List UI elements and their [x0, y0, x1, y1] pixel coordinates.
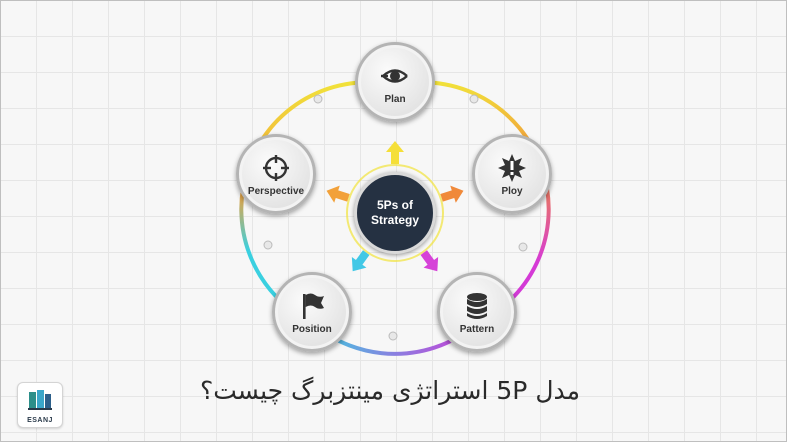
node-label: Ploy [501, 186, 523, 197]
crosshair-icon [263, 155, 289, 181]
ring-dot [313, 94, 323, 104]
hub-label: 5Ps of Strategy [370, 198, 420, 227]
esanj-logo-icon [28, 390, 52, 410]
alert-burst-icon [498, 154, 526, 182]
node-label: Pattern [459, 324, 495, 335]
arrow-left [326, 185, 350, 203]
database-icon [467, 293, 487, 319]
node-plan: Plan [355, 42, 435, 122]
arrow-down-right [420, 250, 439, 272]
node-perspective: Perspective [236, 134, 316, 214]
arrow-down-left [351, 250, 370, 272]
ring-dot [469, 94, 479, 104]
node-ploy: Ploy [472, 134, 552, 214]
ring-dot [388, 331, 398, 341]
node-position: Position [272, 272, 352, 352]
node-label: Plan [384, 94, 406, 105]
logo-text: ESANJ [27, 417, 53, 424]
ring-dot [518, 242, 528, 252]
hub-ring [346, 164, 444, 262]
node-label: Perspective [247, 186, 305, 197]
arrow-right [440, 185, 464, 203]
flag-icon [303, 293, 324, 319]
ring-dot [263, 240, 273, 250]
esanj-logo[interactable]: ESANJ [17, 382, 63, 428]
caption-title: مدل 5P استراتژی مینتزبرگ چیست؟ [199, 376, 580, 405]
center-hub: 5Ps of Strategy [354, 172, 436, 254]
node-label: Position [292, 324, 332, 335]
node-pattern: Pattern [437, 272, 517, 352]
eye-target-icon [381, 69, 408, 83]
arrow-up [386, 141, 404, 164]
